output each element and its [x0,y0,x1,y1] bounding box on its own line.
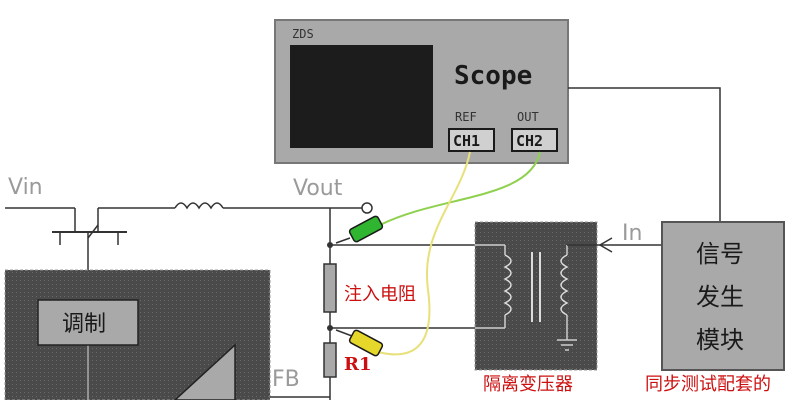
modulator-label: 调制 [62,312,106,337]
fb-label: FB [272,367,300,392]
inject-resistor-label: 注入电阻 [344,284,416,305]
vout-terminal [361,202,373,214]
modulator-box [37,299,139,346]
scope-out-wire [568,87,721,222]
inject-resistor [323,263,337,313]
yellow-probe[interactable] [335,329,384,357]
scope-brand: ZDS [292,27,314,41]
control-block: 调制 [4,269,271,400]
siggen-line3: 模块 [696,326,744,354]
scope-title: Scope [454,61,532,91]
siggen-caption: 同步测试配套的 [645,374,771,395]
in-label: In [622,221,642,246]
isolation-transformer [474,221,598,371]
r1-label: R1 [344,354,371,375]
vin-label: Vin [8,175,43,200]
green-probe-cable [379,151,541,226]
siggen-line2: 发生 [696,283,744,311]
vout-label: Vout [293,176,343,201]
green-probe[interactable] [335,215,384,244]
yellow-probe-cable [377,151,471,356]
r1-resistor [323,342,337,378]
ch1-port[interactable] [448,128,495,152]
ch2-port[interactable] [511,128,558,152]
ref-label: REF [455,110,477,124]
out-label: OUT [517,110,539,124]
error-amp [173,343,236,400]
ch2-label: CH2 [516,132,543,150]
signal-generator: 信号 发生 模块 [661,221,785,371]
ch1-label: CH1 [453,132,480,150]
oscilloscope: ZDS Scope REF OUT CH1 CH2 [274,19,569,164]
transformer-label: 隔离变压器 [483,374,573,395]
scope-screen [290,45,433,148]
vin-rail [5,202,373,300]
siggen-line1: 信号 [696,240,744,268]
